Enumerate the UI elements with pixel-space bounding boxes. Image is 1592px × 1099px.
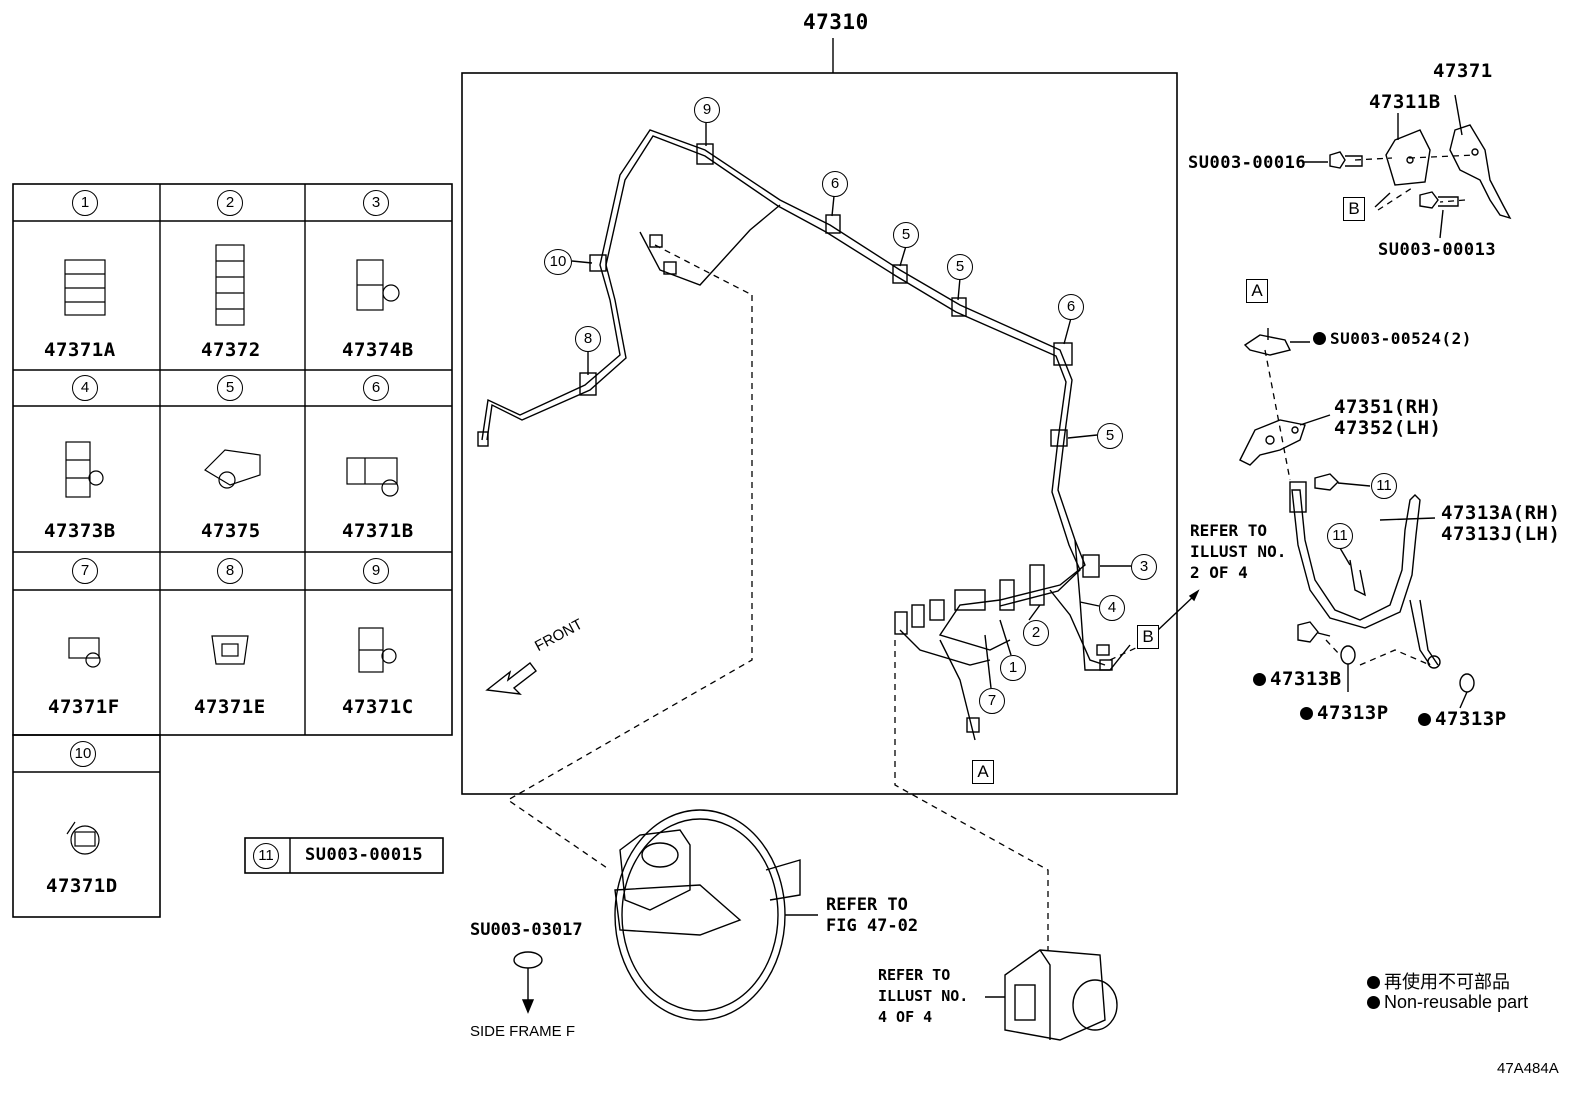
part-47313P-b[interactable]: 47313P: [1418, 708, 1507, 730]
part-47371[interactable]: 47371: [1433, 60, 1493, 82]
callout-4: 4: [1099, 595, 1125, 621]
clip-number-9: 9: [363, 558, 389, 584]
box-b-bracket: B: [1343, 197, 1365, 221]
part-47313B-text: 47313B: [1270, 668, 1342, 690]
clip-number-2: 2: [217, 190, 243, 216]
part-47313B[interactable]: 47313B: [1253, 668, 1342, 690]
refer-illust-2-line3: 2 OF 4: [1190, 563, 1248, 582]
box-b-main: B: [1137, 625, 1159, 649]
diagram-id: 47A484A: [1497, 1060, 1559, 1077]
callout-6-upper: 6: [822, 171, 848, 197]
callout-11-a: 11: [1371, 473, 1397, 499]
part-SU003-03017[interactable]: SU003-03017: [470, 920, 583, 940]
refer-fig-line2: FIG 47-02: [826, 916, 919, 936]
legend-en: Non-reusable part: [1367, 992, 1528, 1013]
callout-2: 2: [1023, 620, 1049, 646]
part-47311B[interactable]: 47311B: [1369, 91, 1441, 113]
legend-jp: 再使用不可部品: [1367, 968, 1510, 994]
clip-part-47373B[interactable]: 47373B: [44, 520, 116, 542]
part-SU003-00013[interactable]: SU003-00013: [1378, 240, 1497, 260]
clip-number-10: 10: [70, 741, 96, 767]
refer-illust-4-line1: REFER TO: [878, 966, 951, 984]
clip-number-6: 6: [363, 375, 389, 401]
clip-part-47372[interactable]: 47372: [201, 339, 261, 361]
refer-illust-2-line2: ILLUST NO.: [1190, 542, 1287, 561]
refer-illust-2: REFER TO ILLUST NO. 2 OF 4: [1190, 520, 1286, 583]
callout-3: 3: [1131, 554, 1157, 580]
legend-en-text: Non-reusable part: [1384, 992, 1529, 1012]
clip-part-47371A[interactable]: 47371A: [44, 339, 116, 361]
main-assembly-part[interactable]: 47310: [803, 10, 869, 34]
part-47313P-a[interactable]: 47313P: [1300, 702, 1389, 724]
part-47313P-b-text: 47313P: [1435, 708, 1507, 730]
callout-1: 1: [1000, 655, 1026, 681]
part-SU003-00016[interactable]: SU003-00016: [1188, 153, 1307, 173]
clip-number-5: 5: [217, 375, 243, 401]
callout-7: 7: [979, 688, 1005, 714]
clip-number-1: 1: [72, 190, 98, 216]
part-47351-rh[interactable]: 47351(RH): [1334, 396, 1442, 418]
clip-part-47371D[interactable]: 47371D: [46, 875, 118, 897]
clip-part-47371B[interactable]: 47371B: [342, 520, 414, 542]
refer-fig: REFER TO FIG 47-02: [826, 895, 918, 937]
callout-9: 9: [694, 97, 720, 123]
clip-number-8: 8: [217, 558, 243, 584]
bolt-ref-number: 11: [253, 843, 279, 869]
clip-number-4: 4: [72, 375, 98, 401]
clip-number-7: 7: [72, 558, 98, 584]
legend-jp-text: 再使用不可部品: [1384, 972, 1510, 992]
callout-8: 8: [575, 326, 601, 352]
box-a-hose: A: [1246, 279, 1268, 303]
refer-illust-4-line3: 4 OF 4: [878, 1008, 933, 1026]
callout-11-b: 11: [1327, 523, 1353, 549]
callout-5-a: 5: [893, 222, 919, 248]
part-47352-lh[interactable]: 47352(LH): [1334, 417, 1442, 439]
callout-6-lower: 6: [1058, 294, 1084, 320]
clip-part-47371C[interactable]: 47371C: [342, 696, 414, 718]
callout-5-b: 5: [947, 254, 973, 280]
clip-number-3: 3: [363, 190, 389, 216]
refer-illust-2-line1: REFER TO: [1190, 521, 1268, 540]
callout-10: 10: [544, 249, 572, 275]
side-frame-label: SIDE FRAME F: [470, 1023, 576, 1040]
bolt-ref-part[interactable]: SU003-00015: [305, 845, 424, 865]
part-SU003-00524[interactable]: SU003-00524(2): [1313, 329, 1472, 348]
refer-illust-4-line2: ILLUST NO.: [878, 987, 969, 1005]
part-47313A-rh[interactable]: 47313A(RH): [1441, 502, 1561, 524]
clip-part-47374B[interactable]: 47374B: [342, 339, 414, 361]
refer-illust-4: REFER TO ILLUST NO. 4 OF 4: [878, 965, 968, 1028]
box-a-main: A: [972, 760, 994, 784]
refer-fig-line1: REFER TO: [826, 895, 908, 915]
clip-part-47371E[interactable]: 47371E: [194, 696, 266, 718]
clip-part-47371F[interactable]: 47371F: [48, 696, 120, 718]
clip-part-47375[interactable]: 47375: [201, 520, 261, 542]
callout-5-c: 5: [1097, 423, 1123, 449]
part-SU003-00524-text: SU003-00524(2): [1330, 329, 1472, 348]
part-47313P-a-text: 47313P: [1317, 702, 1389, 724]
part-47313J-lh[interactable]: 47313J(LH): [1441, 523, 1561, 545]
